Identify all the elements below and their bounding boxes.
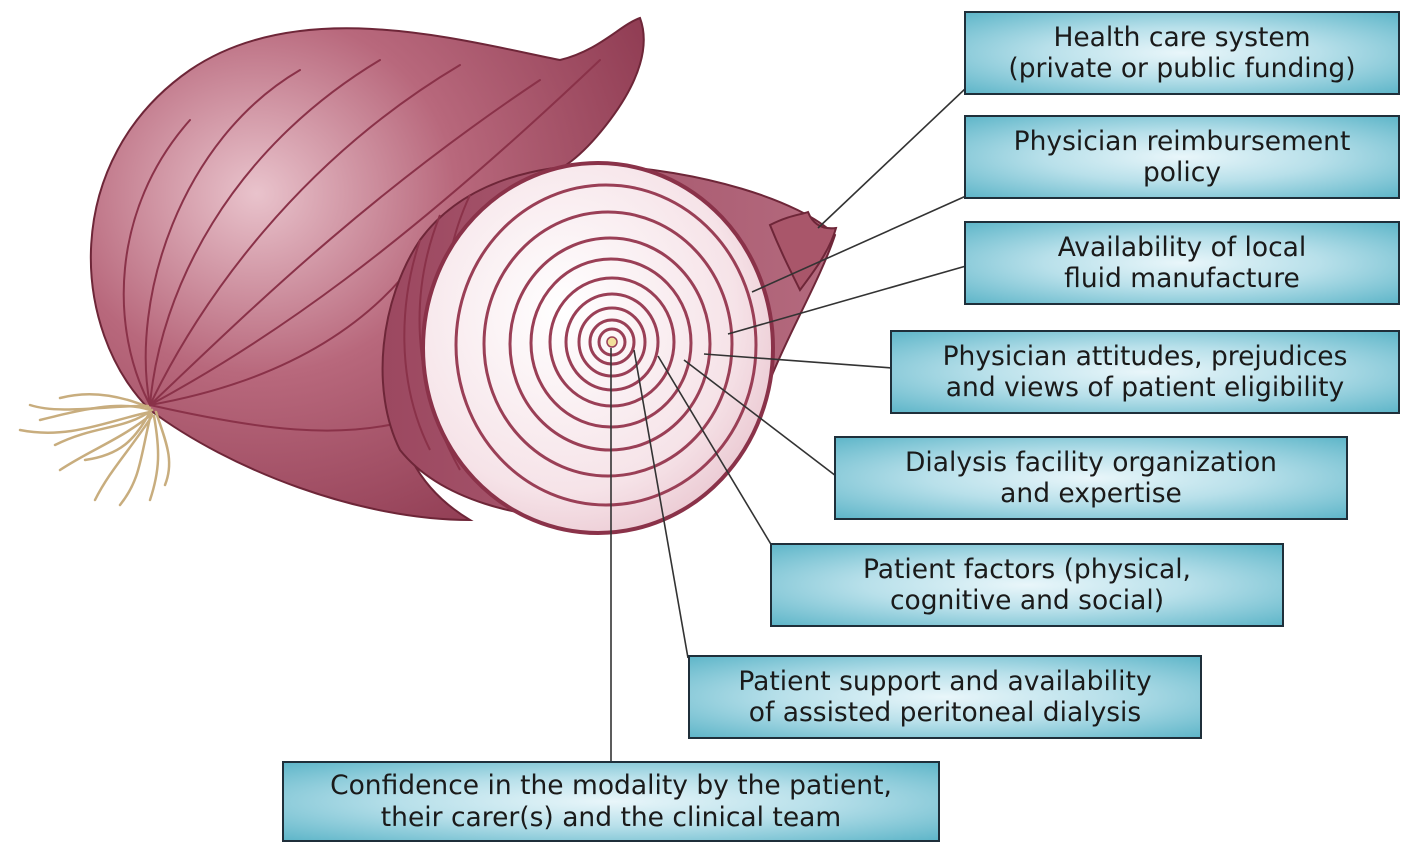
- label-confidence-modality: Confidence in the modality by the patien…: [282, 761, 940, 842]
- label-line: (private or public funding): [1008, 53, 1355, 84]
- label-line: Confidence in the modality by the patien…: [330, 770, 892, 801]
- label-physician-attitudes: Physician attitudes, prejudices and view…: [890, 330, 1400, 414]
- cut-face: [423, 163, 773, 533]
- label-line: and views of patient eligibility: [946, 372, 1344, 403]
- onion-core: [607, 337, 617, 347]
- label-patient-factors: Patient factors (physical, cognitive and…: [770, 543, 1284, 627]
- label-line: Physician attitudes, prejudices: [943, 341, 1348, 372]
- label-physician-reimbursement: Physician reimbursement policy: [964, 115, 1400, 199]
- label-line: Health care system: [1053, 22, 1310, 53]
- leader-line-health-care: [818, 88, 966, 228]
- label-line: Patient support and availability: [738, 666, 1151, 697]
- onion-roots: [20, 394, 169, 505]
- label-line: Physician reimbursement: [1014, 126, 1351, 157]
- label-line: and expertise: [1000, 478, 1182, 509]
- label-line: fluid manufacture: [1064, 263, 1300, 294]
- label-dialysis-facility: Dialysis facility organization and exper…: [834, 436, 1348, 520]
- label-line: of assisted peritoneal dialysis: [749, 697, 1141, 728]
- label-local-fluid-manufacture: Availability of local fluid manufacture: [964, 221, 1400, 305]
- label-line: Dialysis facility organization: [905, 447, 1277, 478]
- label-line: cognitive and social): [890, 585, 1164, 616]
- label-patient-support: Patient support and availability of assi…: [688, 655, 1202, 739]
- label-line: policy: [1143, 157, 1221, 188]
- label-health-care-system: Health care system (private or public fu…: [964, 11, 1400, 95]
- label-line: Patient factors (physical,: [863, 554, 1191, 585]
- label-line: Availability of local: [1058, 232, 1307, 263]
- onion-cross-section: [423, 163, 773, 533]
- label-line: their carer(s) and the clinical team: [381, 802, 841, 833]
